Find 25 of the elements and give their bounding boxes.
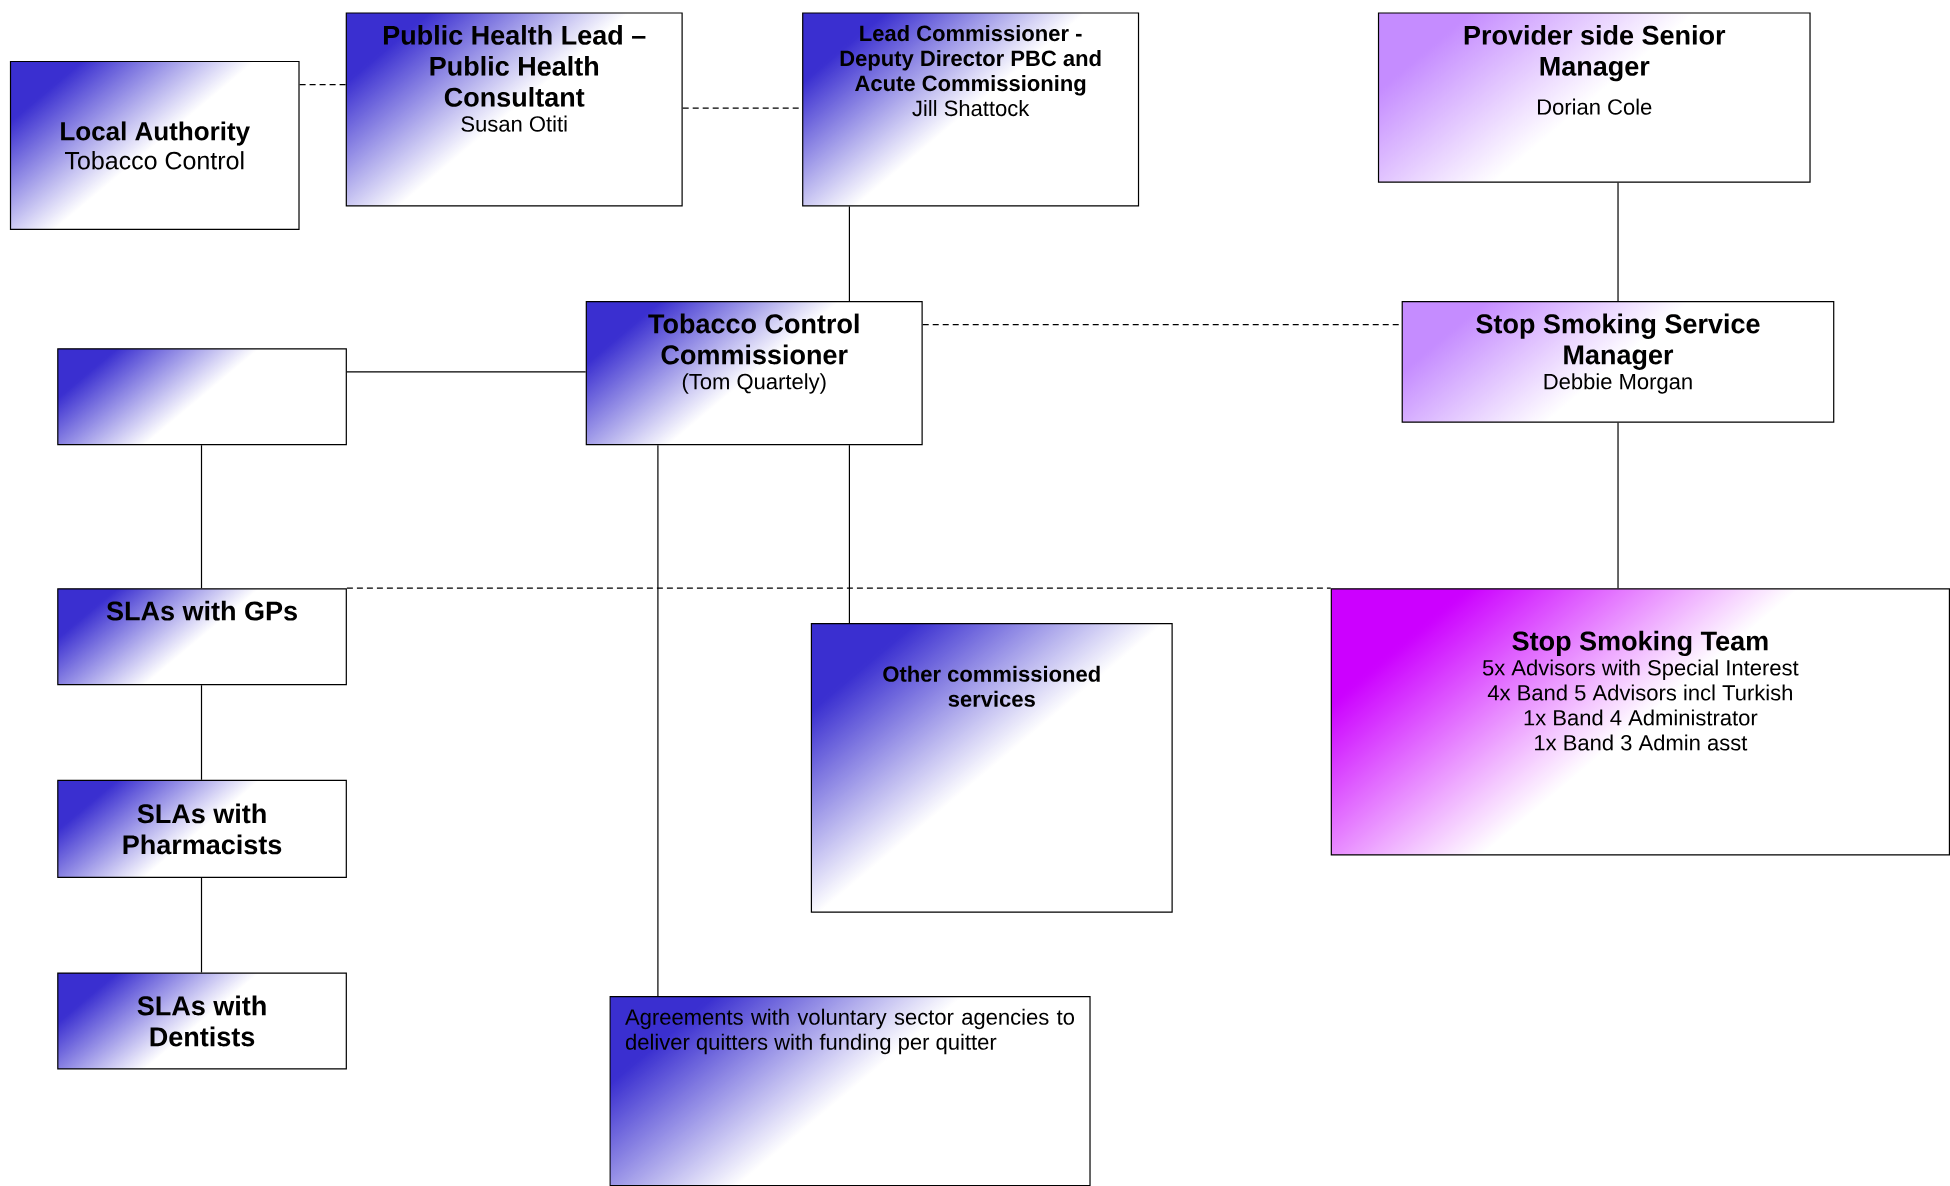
person-box: Other commissioned services <box>810 623 1173 913</box>
connector <box>200 684 203 781</box>
connector <box>200 877 203 974</box>
connector <box>200 444 203 589</box>
person-box: Local Authority Tobacco Control <box>9 60 300 230</box>
person-box: SLAs with Dentists <box>57 972 347 1070</box>
connector <box>1617 182 1619 302</box>
person-box: Lead Commissioner - Deputy Director PBC and Acute Commissioning Jill Shattock <box>802 12 1140 207</box>
connector <box>346 371 587 373</box>
connector <box>1617 422 1619 589</box>
person-box: Stop Smoking Service Manager Debbie Morgan <box>1401 301 1835 423</box>
person-box: Agreements with voluntary sector agencies to deliver quitters with funding per quitter <box>609 996 1091 1186</box>
connector <box>848 444 850 624</box>
connector <box>848 205 850 302</box>
connector <box>657 444 659 997</box>
empty-box <box>57 348 347 446</box>
person-box: Stop Smoking Team 5x Advisors with Special Interest 4x Band 5 Advisors incl Turkish 1x Band 4 Administrator 1x Band 3 Admin asst <box>1330 588 1950 856</box>
person-box: Public Health Lead – Public Health Consultant Susan Otiti <box>345 12 683 207</box>
person-box: Tobacco Control Commissioner (Tom Quartely) <box>585 301 923 446</box>
dashed-connector <box>346 587 1332 589</box>
dashed-connector <box>299 84 347 86</box>
dashed-connector <box>922 324 1403 326</box>
person-box: SLAs with Pharmacists <box>57 779 347 878</box>
person-box: Provider side Senior Manager Dorian Cole <box>1377 12 1811 183</box>
person-box: SLAs with GPs <box>57 588 347 686</box>
